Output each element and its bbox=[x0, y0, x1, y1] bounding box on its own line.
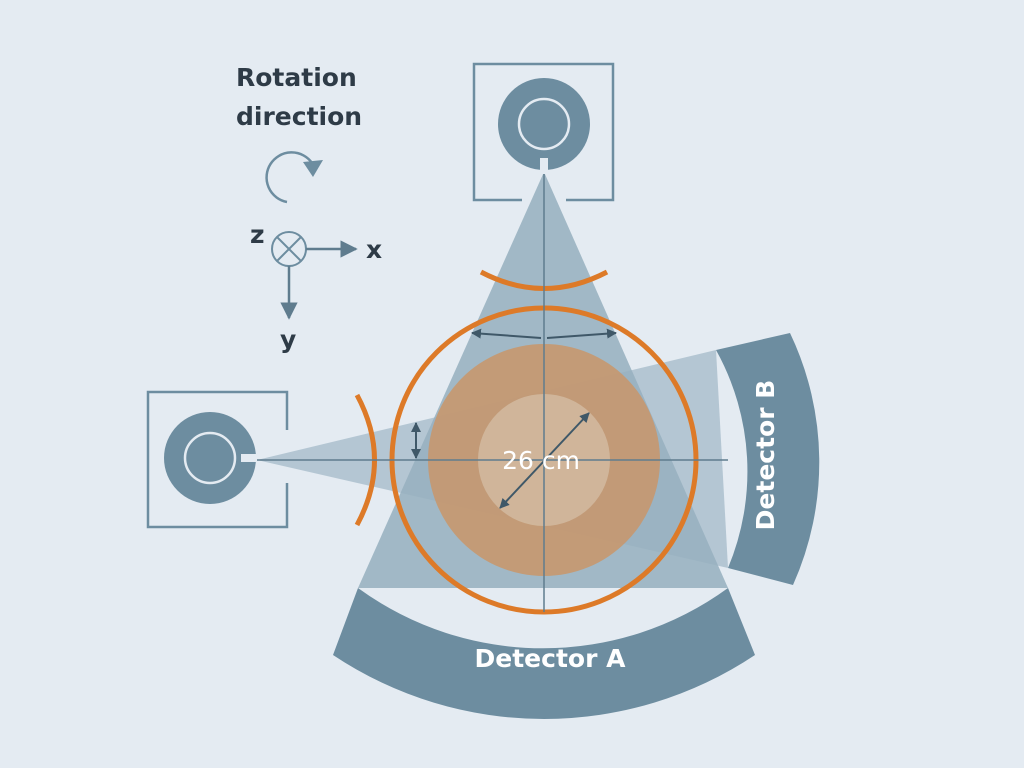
x-ray-tube-icon bbox=[498, 78, 590, 170]
detector-a-label: Detector A bbox=[475, 644, 627, 673]
x-ray-tube-left bbox=[146, 390, 289, 529]
rotation-label-line1: Rotation bbox=[236, 63, 357, 92]
coordinate-axes: z x y bbox=[250, 220, 382, 354]
measurement-label: 26 cm bbox=[502, 446, 580, 475]
y-axis-label: y bbox=[280, 325, 296, 354]
detector-b-label: Detector B bbox=[751, 380, 780, 531]
detector-a bbox=[333, 588, 755, 719]
tube-housing-top bbox=[472, 62, 615, 202]
detector-b bbox=[716, 333, 820, 585]
tube-window bbox=[540, 158, 548, 174]
tube-window bbox=[241, 454, 257, 462]
rotation-arrowhead bbox=[303, 160, 323, 177]
x-ray-tube-top bbox=[472, 62, 615, 202]
tube-focus-ring bbox=[517, 97, 571, 151]
width-arrow-left bbox=[471, 328, 542, 339]
diameter-arrow bbox=[499, 412, 590, 509]
tube-focus-ring bbox=[183, 431, 237, 485]
rotation-arrow-icon bbox=[265, 151, 314, 204]
tube-housing-left bbox=[146, 390, 289, 529]
rotation-label-line2: direction bbox=[236, 102, 362, 131]
x-axis-label: x bbox=[366, 235, 382, 264]
width-arrow-right bbox=[546, 328, 617, 339]
z-axis-label: z bbox=[250, 220, 265, 249]
beam-overlap bbox=[358, 172, 728, 588]
z-cross-b bbox=[276, 236, 302, 262]
x-ray-tube-icon bbox=[164, 412, 256, 504]
